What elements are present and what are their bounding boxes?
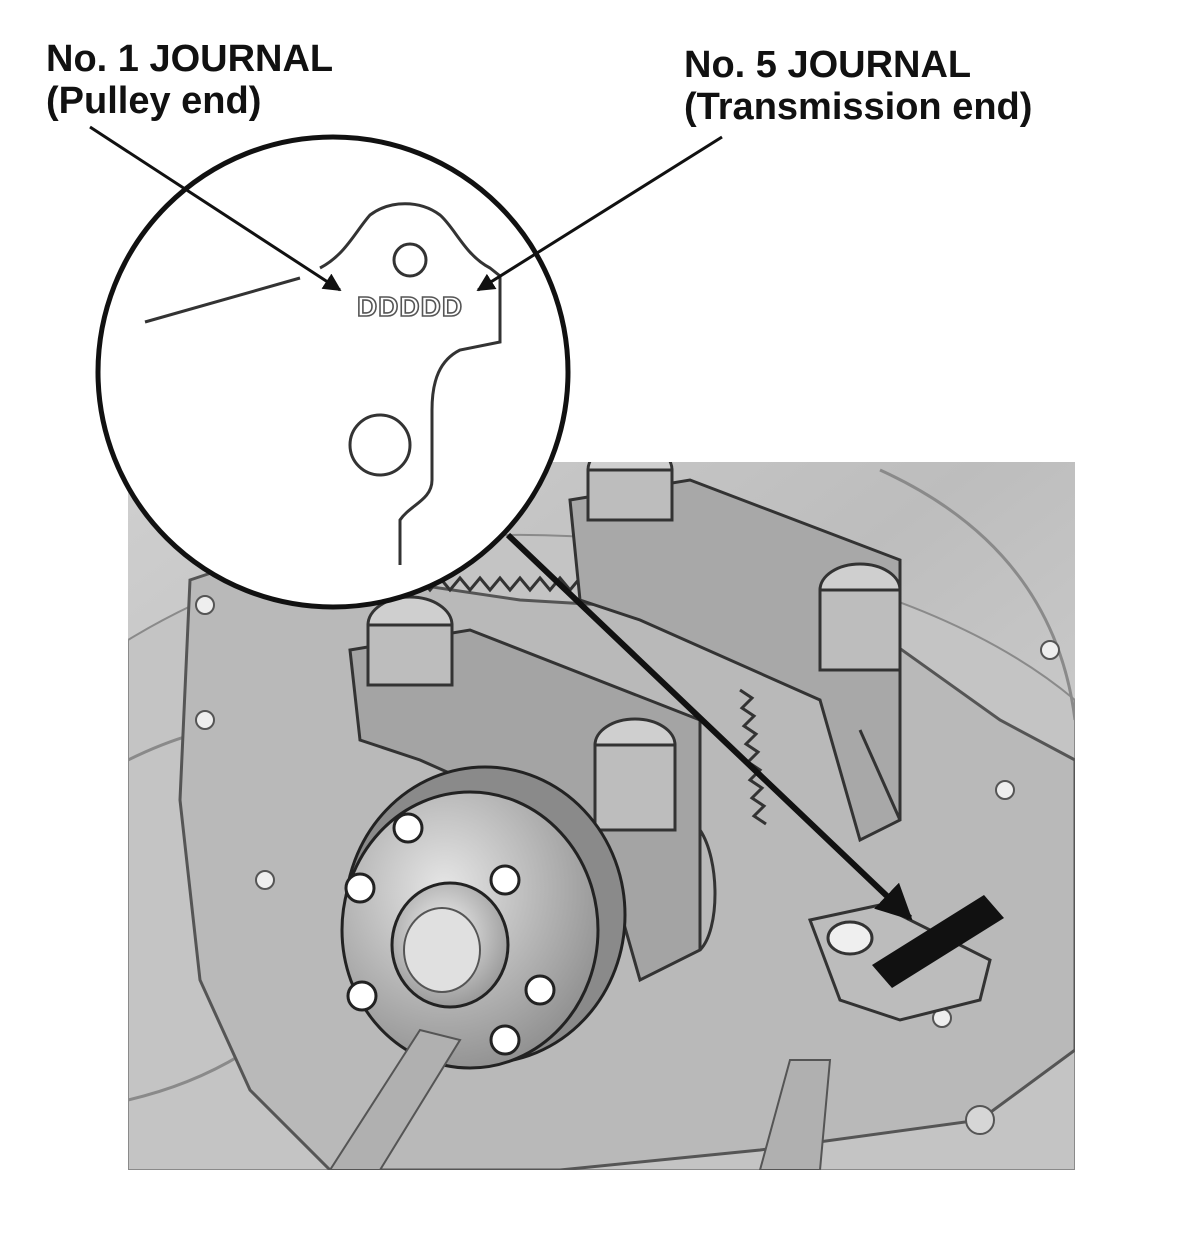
detail-cap-outline bbox=[319, 202, 502, 565]
journal-1-arrow bbox=[89, 125, 342, 292]
journal-1-title: No. 1 JOURNAL bbox=[46, 38, 334, 80]
journal-5-arrow bbox=[476, 135, 723, 292]
crankshaft-flange bbox=[340, 765, 627, 1070]
detail-bolt-hole-lower bbox=[348, 413, 412, 477]
location-arrow bbox=[505, 532, 913, 921]
journal-5-label: No. 5 JOURNAL (Transmission end) bbox=[684, 44, 1032, 128]
journal-1-label: No. 1 JOURNAL (Pulley end) bbox=[46, 38, 333, 122]
bearing-cap-rear bbox=[568, 462, 902, 843]
journal-code-mark-plate bbox=[872, 895, 1004, 988]
journal-1-subtitle: (Pulley end) bbox=[46, 80, 262, 122]
detail-magnifier: DDDDD bbox=[95, 134, 571, 610]
engine-block-illustration bbox=[128, 462, 1075, 1170]
detail-bolt-hole-upper bbox=[392, 242, 428, 278]
journal-code-marks: DDDDD bbox=[357, 291, 463, 322]
journal-5-subtitle: (Transmission end) bbox=[684, 86, 1033, 128]
journal-5-title: No. 5 JOURNAL bbox=[684, 44, 972, 86]
